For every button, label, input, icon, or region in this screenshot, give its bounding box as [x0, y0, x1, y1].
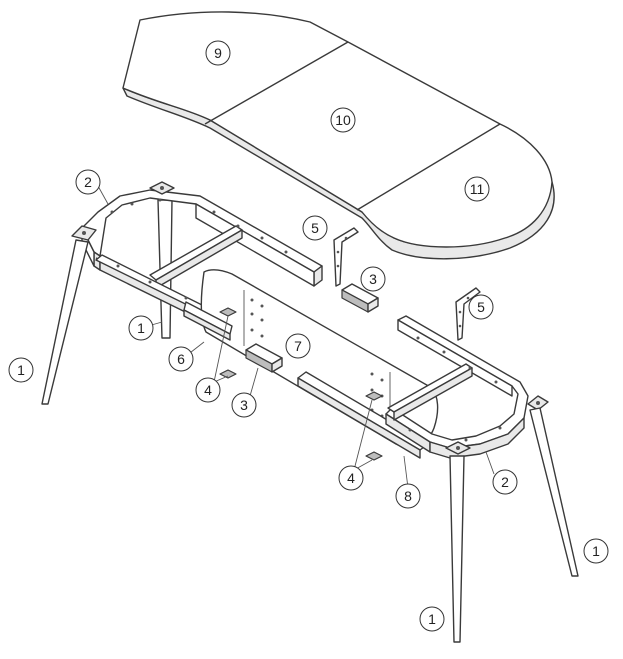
- callout-circle: [8, 357, 34, 383]
- callout-number: 2: [501, 474, 509, 490]
- callout-number: 2: [84, 174, 92, 190]
- callout-part-4: 4: [195, 377, 221, 403]
- callout-circle: [302, 215, 328, 241]
- callout-number: 1: [428, 611, 436, 627]
- table-top: [122, 11, 555, 260]
- callout-part-5: 5: [302, 215, 328, 241]
- callout-circle: [330, 107, 356, 133]
- callout-number: 1: [592, 543, 600, 559]
- callout-number: 1: [17, 362, 25, 378]
- top-seam-right: [356, 123, 501, 211]
- block-top: [341, 283, 379, 313]
- callout-circle: [231, 392, 257, 418]
- bracket-left: [333, 227, 359, 287]
- callout-part-8: 8: [395, 483, 421, 509]
- callout-circle: [464, 176, 490, 202]
- callout-number: 1: [137, 320, 145, 336]
- callout-number: 11: [470, 181, 485, 197]
- callout-circle: [468, 294, 494, 320]
- callout-circle: [75, 169, 101, 195]
- leg-front: [449, 455, 465, 643]
- callout-circle: [395, 483, 421, 509]
- callout-number: 4: [347, 470, 355, 486]
- callout-circle: [128, 315, 154, 341]
- callout-circle: [583, 538, 609, 564]
- callout-part-7: 7: [285, 333, 311, 359]
- callout-part-1: 1: [128, 315, 154, 341]
- callout-number: 8: [404, 488, 412, 504]
- callout-circle: [205, 40, 231, 66]
- callout-number: 6: [177, 351, 185, 367]
- callout-part-1: 1: [583, 538, 609, 564]
- callout-number: 5: [477, 299, 485, 315]
- leg-front-left: [41, 225, 97, 405]
- callout-number: 5: [311, 220, 319, 236]
- frame-right: [385, 315, 549, 459]
- top-seam-left: [204, 41, 349, 125]
- callout-number: 3: [240, 397, 248, 413]
- callout-circle: [195, 377, 221, 403]
- callout-part-3: 3: [231, 392, 257, 418]
- callout-part-2: 2: [492, 469, 518, 495]
- leg-right: [529, 407, 579, 577]
- bracket-right: [455, 287, 481, 341]
- callout-part-6: 6: [168, 346, 194, 372]
- block-mid: [245, 343, 283, 373]
- callout-number: 9: [214, 45, 222, 61]
- callout-part-1: 1: [8, 357, 34, 383]
- callout-part-11: 11: [464, 176, 490, 202]
- center-panel: [183, 269, 439, 448]
- callout-number: 7: [294, 338, 302, 354]
- callout-part-3: 3: [360, 266, 386, 292]
- callout-part-1: 1: [419, 606, 445, 632]
- callout-circle: [419, 606, 445, 632]
- callout-circle: [285, 333, 311, 359]
- callout-circle: [492, 469, 518, 495]
- callout-part-5: 5: [468, 294, 494, 320]
- callout-part-10: 10: [330, 107, 356, 133]
- callout-number: 4: [204, 382, 212, 398]
- callout-part-4: 4: [338, 465, 364, 491]
- callout-circle: [168, 346, 194, 372]
- callout-circle: [360, 266, 386, 292]
- callout-part-2: 2: [75, 169, 101, 195]
- callout-number: 3: [369, 271, 377, 287]
- callout-number: 10: [335, 112, 351, 128]
- callout-part-9: 9: [205, 40, 231, 66]
- callout-circle: [338, 465, 364, 491]
